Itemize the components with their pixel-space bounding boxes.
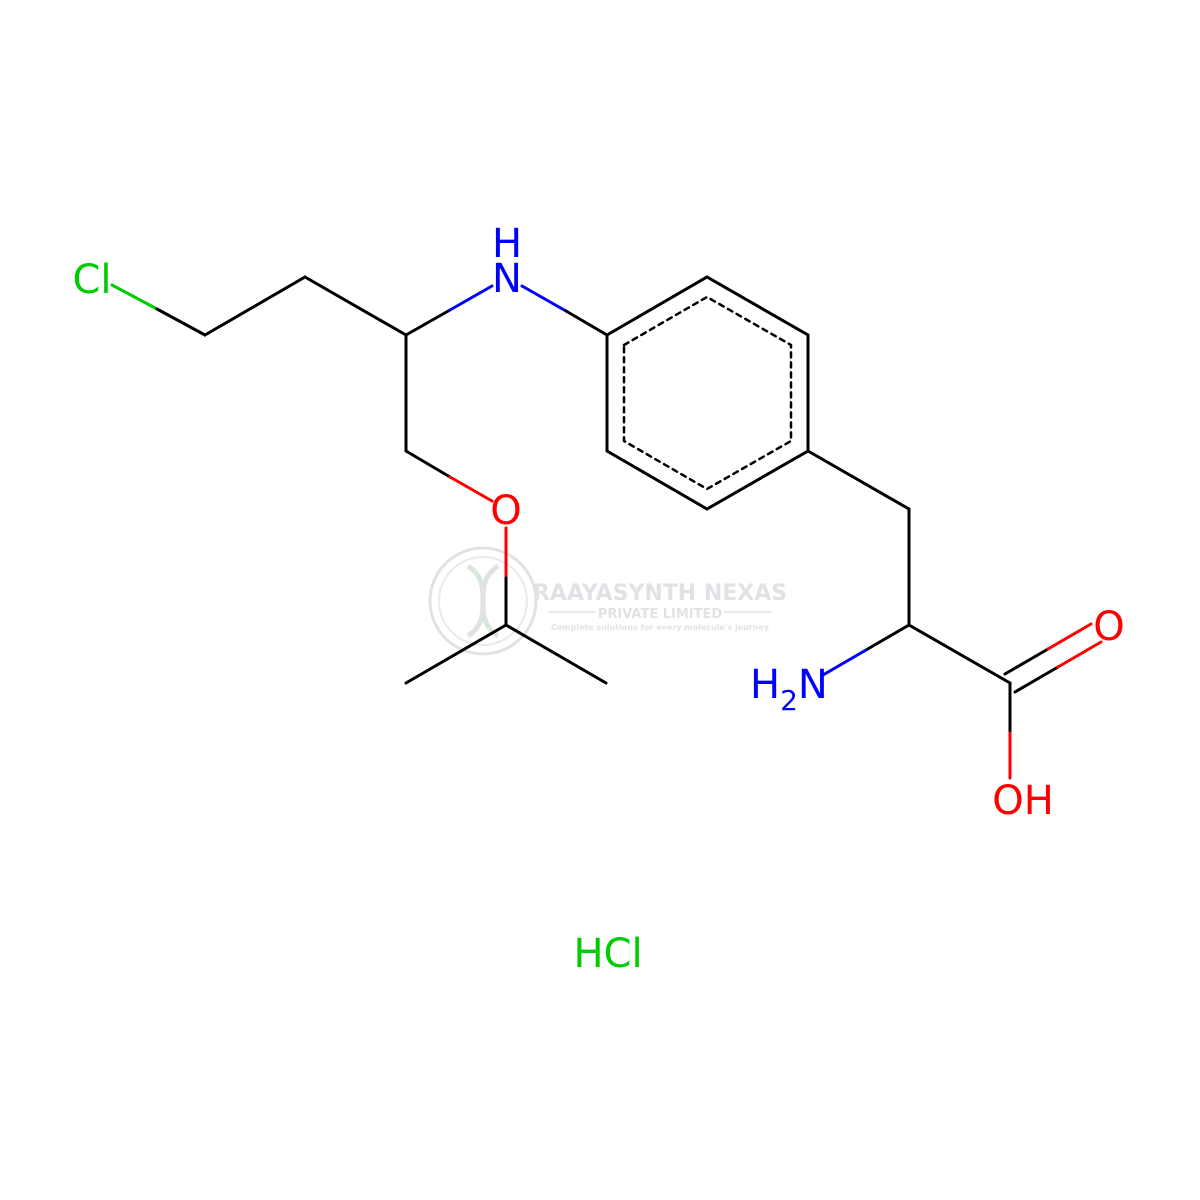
benzene-aromatic-dashes <box>622 295 793 491</box>
bond-n-ring-b <box>564 309 609 337</box>
atom-nh-nitrogen: N <box>492 256 522 302</box>
bond-c-o-double-2 <box>1013 665 1060 694</box>
bond-c-c-1 <box>203 275 307 337</box>
atom-amino-group: H2N <box>750 662 828 717</box>
atom-amino-hydrogen: H <box>750 662 780 708</box>
bond-c-o-double-2b <box>1056 640 1103 669</box>
benzene-ring <box>605 275 810 511</box>
atom-chlorine: Cl <box>72 257 111 303</box>
atom-hydroxyl: OH <box>992 778 1054 824</box>
bonds <box>110 275 1103 780</box>
atom-nh-hydrogen: H <box>492 221 522 267</box>
bond-cl-c-b <box>155 307 207 337</box>
watermark-tagline: Complete solutions for every molecule's … <box>551 623 770 632</box>
bond-calpha-cooh <box>907 623 1012 685</box>
atom-ether-oxygen: O <box>490 488 521 534</box>
atom-carbonyl-oxygen: O <box>1093 604 1124 650</box>
bond-calpha-n-b <box>821 648 868 677</box>
salt-label: HCl <box>573 931 642 977</box>
bond-c-o-double-1 <box>1003 647 1050 676</box>
watermark-subtitle: PRIVATE LIMITED <box>598 607 723 622</box>
watermark-company: RAAYASYNTH NEXAS <box>533 581 787 606</box>
atom-amino-subscript: 2 <box>780 684 798 717</box>
bond-c-o <box>404 449 452 479</box>
bond-c-c-2 <box>303 275 408 337</box>
bond-c-n <box>404 308 452 337</box>
bond-ipr-left <box>404 623 508 685</box>
bond-c-n-b <box>448 284 494 312</box>
watermark: RAAYASYNTH NEXAS PRIVATE LIMITED Complet… <box>428 546 787 656</box>
bond-c-o-b <box>448 475 494 503</box>
atom-amino-nitrogen: N <box>798 662 828 708</box>
watermark-logo-icon <box>428 546 538 656</box>
bond-n-ring <box>520 284 568 313</box>
bond-cl-c <box>110 283 159 311</box>
bond-ipr-right <box>504 623 608 685</box>
bond-c-o-double-1b <box>1046 622 1093 651</box>
bond-ring-c <box>806 449 911 511</box>
atom-labels: Cl H N O O H2N OH HCl <box>72 221 1124 977</box>
bond-calpha-n <box>864 623 911 652</box>
